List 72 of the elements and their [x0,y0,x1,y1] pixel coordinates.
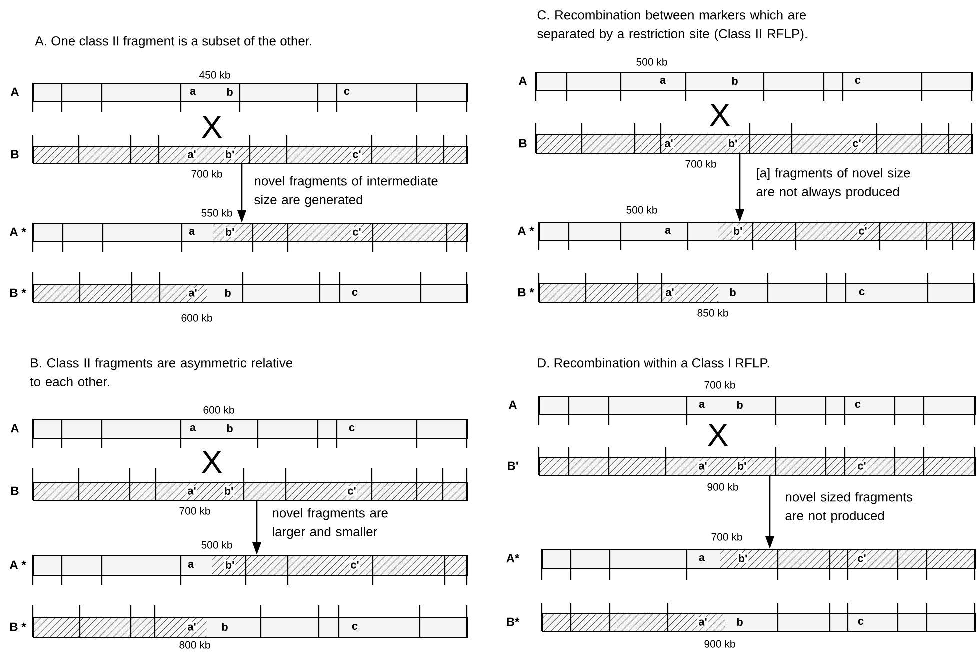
size-label: 900 kb [708,483,738,491]
marker-label: c [352,290,358,296]
edge-label: [a] fragments of novel size are not always produced [756,168,910,200]
crossover-mark: X [708,424,728,446]
marker-label: b [730,288,736,297]
size-label: 700 kb [192,170,222,178]
marker-label: a' [664,138,674,148]
row-label: B [519,139,527,148]
marker-label: a [699,555,706,562]
marker-label: a' [186,622,198,632]
marker-label: a [189,229,196,235]
row-label: A [10,88,20,96]
size-label: 600 kb [204,406,234,414]
row-label: B * [518,288,534,297]
size-label: 500 kb [636,58,668,66]
marker-label: b [222,622,228,632]
marker-label: c' [350,560,360,570]
panel-title: A. One class II fragment is a subset of the other. [35,36,312,48]
marker-label: a' [698,617,708,627]
marker-label: a' [664,288,676,298]
size-label: 500 kb [202,541,232,549]
marker-label: c' [352,227,362,237]
row-label: B [11,150,19,159]
marker-label: c [859,290,865,296]
edge-label: novel fragments are larger and smaller [273,508,388,540]
marker-label: b [737,618,743,626]
size-label: 700 kb [712,533,742,541]
size-label: 600 kb [182,314,212,322]
marker-label: a' [698,461,708,471]
marker-label: b [225,288,231,298]
size-label: 900 kb [704,640,736,648]
marker-label: c [352,624,358,630]
marker-label: c' [858,226,868,236]
edge-label: novel sized fragments are not produced [786,492,913,524]
row-label: A * [518,226,534,236]
marker-label: a' [188,288,198,298]
marker-label: a' [186,150,198,160]
marker-label: a [188,562,194,568]
size-label: 700 kb [180,507,210,515]
size-label: 850 kb [698,309,728,317]
marker-label: a [665,228,672,234]
size-label: 500 kb [626,206,658,214]
size-label: 700 kb [686,160,716,168]
row-label: B' [508,462,518,470]
row-label: B [11,486,19,496]
row-label: A [508,400,518,410]
row-label: A [10,424,20,433]
marker-label: c' [346,486,358,496]
edge-label: novel fragments of intermediate size are generated [254,176,438,208]
panel-title: B. Class II fragments are asymmetric relative to each other. [30,358,293,387]
size-label: 700 kb [704,381,736,389]
crossover-mark: X [202,451,222,473]
marker-label: c' [856,461,868,471]
size-label: 450 kb [199,71,230,79]
row-label: A* [506,554,520,563]
row-label: B * [10,288,26,298]
marker-label: c' [852,138,862,148]
marker-label: c' [856,554,868,564]
row-label: A [518,76,528,86]
panel-title: C. Recombination between markers which are separated by a restriction site (Class II RFLP). [538,10,807,42]
crossover-mark: X [710,104,730,126]
panel-title: D. Recombination within a Class I RFLP. [538,358,770,368]
marker-label: c [858,618,864,625]
row-label: A * [10,560,26,570]
row-label: B* [507,618,520,626]
marker-label: c' [352,150,362,160]
marker-label: a' [186,486,198,496]
size-label: 800 kb [180,641,210,649]
crossover-mark: X [202,116,222,138]
size-label: 550 kb [202,209,232,217]
row-label: A * [10,228,26,236]
row-label: B * [10,622,26,632]
